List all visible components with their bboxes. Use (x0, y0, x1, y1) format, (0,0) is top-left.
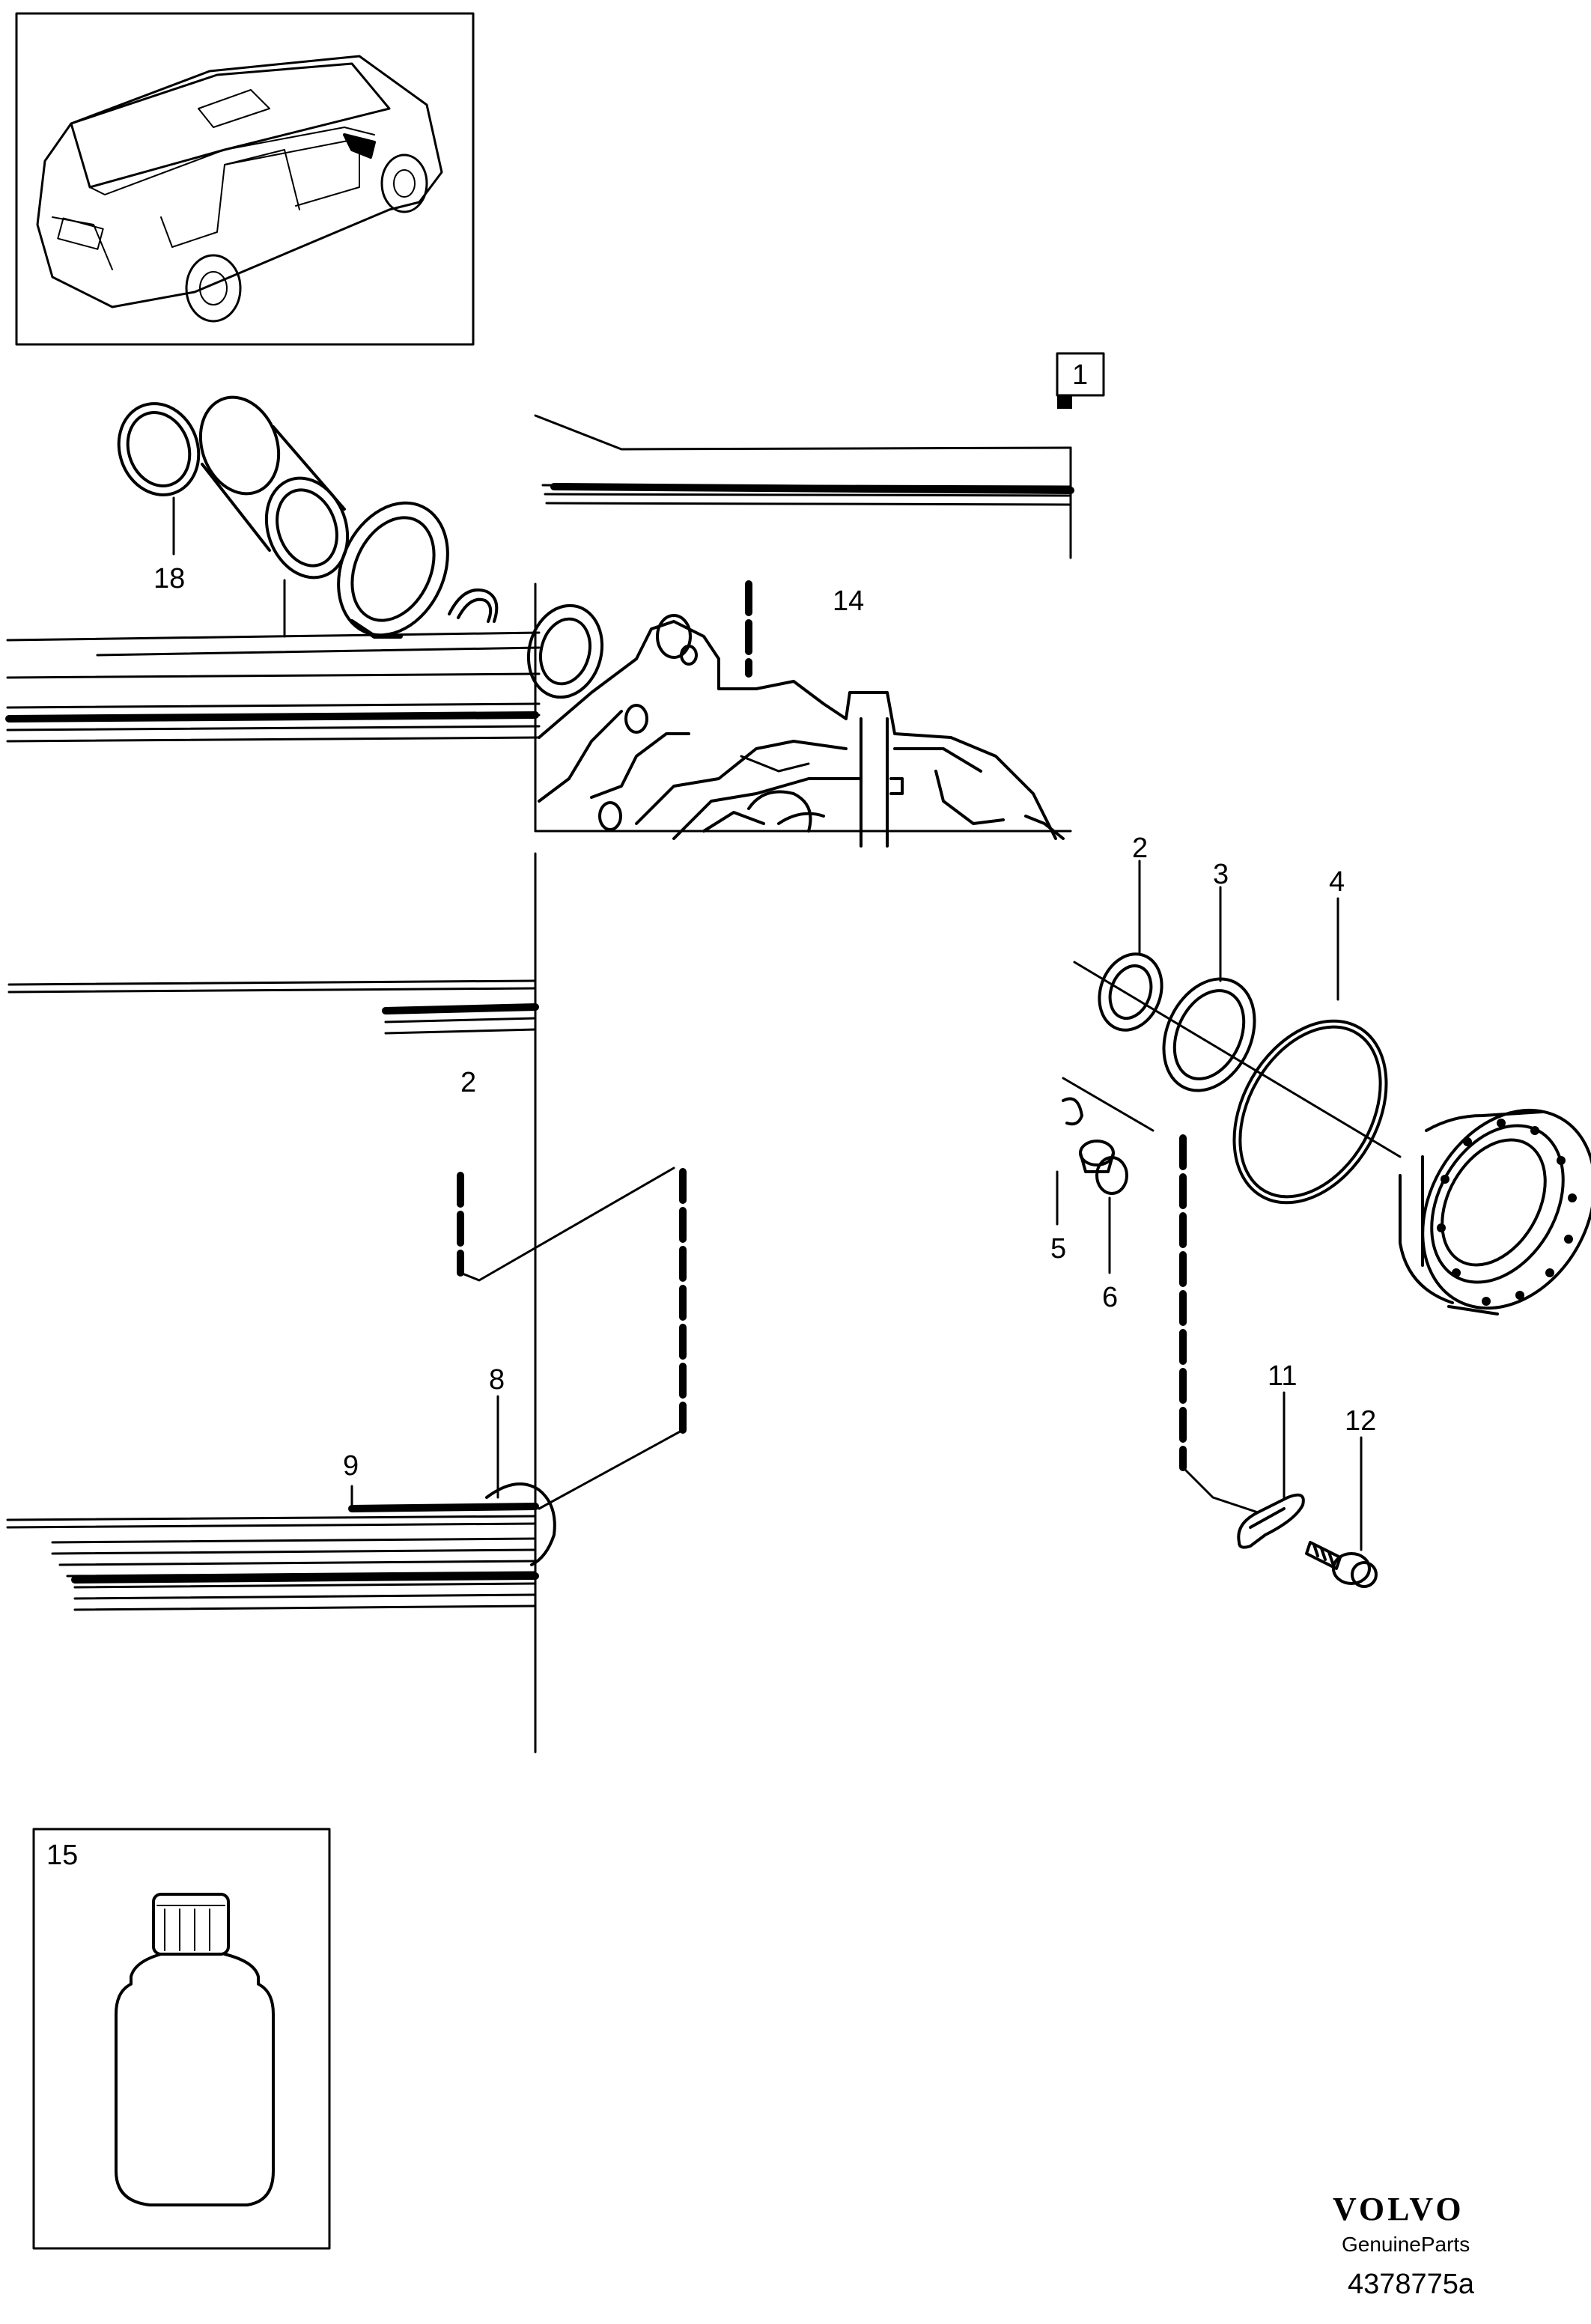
bushing-sleeve (198, 395, 350, 638)
callout-4: 4 (1329, 866, 1345, 898)
callout-1: 1 (1072, 359, 1088, 391)
car-location-inset (15, 12, 475, 346)
drawing-number: 4378775a (1348, 2269, 1475, 2300)
callout-8: 8 (489, 1364, 505, 1396)
solid-leaders (459, 961, 1402, 1514)
clip-11 (1237, 1391, 1305, 1549)
callout-6: 6 (1102, 1282, 1118, 1313)
bolt-12 (1305, 1436, 1378, 1588)
small-seal (448, 588, 499, 623)
callout-14: 14 (833, 585, 864, 617)
brand-logo-text: VOLVO (1333, 2191, 1464, 2227)
snap-ring-18 (117, 402, 201, 556)
reference-box-1 (1056, 352, 1105, 409)
bearing-flange (1399, 1108, 1591, 1315)
callout-11: 11 (1268, 1360, 1297, 1392)
callout-5: 5 (1050, 1233, 1066, 1265)
housing-frame-lines (6, 414, 1072, 1753)
drain-plug-6 (1056, 1097, 1128, 1274)
housing-ring (526, 603, 604, 699)
seal-ring (337, 501, 449, 639)
callout-12: 12 (1345, 1405, 1376, 1437)
seal-3 (1162, 886, 1256, 1092)
hatch-bars (5, 483, 1074, 1584)
brand-subtitle: GenuineParts (1342, 2233, 1470, 2256)
callout-2-right: 2 (1132, 833, 1148, 864)
callout-18: 18 (153, 563, 185, 594)
oil-bottle-inset (32, 1828, 331, 2250)
callout-9: 9 (343, 1450, 359, 1482)
gear-housing (534, 614, 1072, 848)
seal-ring-2 (1098, 860, 1163, 1032)
callout-3: 3 (1213, 859, 1229, 890)
o-ring-4 (1232, 897, 1388, 1205)
callout-15: 15 (46, 1840, 78, 1871)
callout-2-left: 2 (460, 1067, 476, 1098)
dashed-leaders (457, 580, 1187, 1471)
